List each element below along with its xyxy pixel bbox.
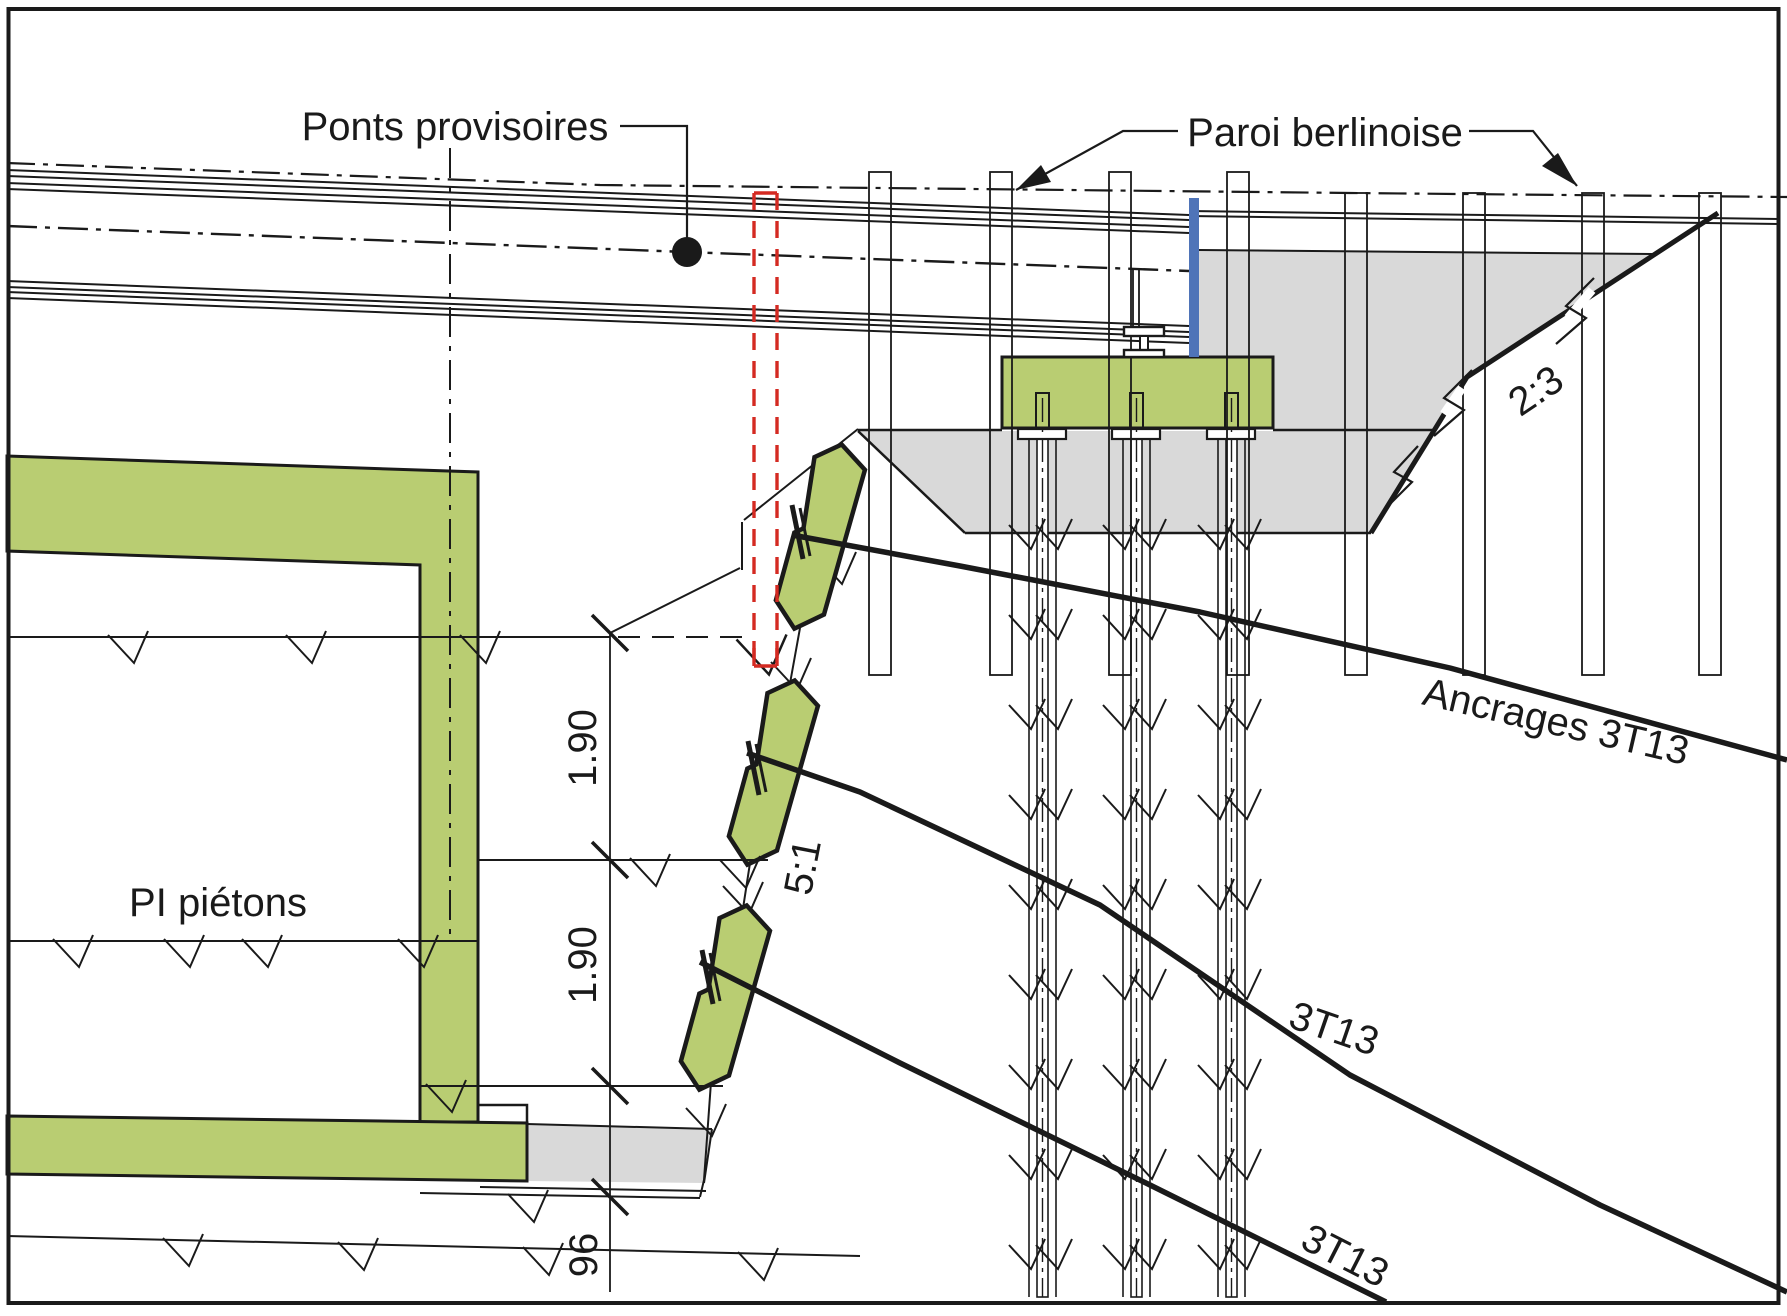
slope-left-label: 5:1	[776, 835, 830, 899]
drawing-frame	[6, 7, 1781, 1305]
soil-fill-behind-wall	[1198, 249, 1656, 430]
paroi-leader-left	[1015, 129, 1178, 191]
anchor-line-middle	[746, 750, 1787, 1295]
soil-strip-at-slab	[526, 1123, 713, 1184]
excavation-levels	[6, 630, 861, 1281]
lagging-panels	[676, 438, 869, 1097]
dimension-chain	[590, 613, 630, 1292]
callout-leaders	[620, 124, 1578, 267]
deck-support-jack	[1122, 268, 1166, 359]
wall-footing-step	[478, 1103, 529, 1123]
dimension-base-label: 96	[562, 1232, 606, 1278]
pedestrian-underpass-label: PI piétons	[129, 881, 307, 925]
lagging-blue-strip	[1189, 198, 1199, 357]
road-on-embankment	[1188, 210, 1780, 225]
ponts-leader-dot	[672, 237, 702, 267]
arrow-left-icon	[1016, 165, 1051, 190]
ground-anchors	[698, 532, 1787, 1305]
anchor-line-bottom	[698, 959, 1388, 1305]
soil-bench-under-pilecap	[857, 428, 1436, 535]
future-pile-marker	[752, 191, 779, 668]
temporary-bridges-label: Ponts provisoires	[301, 105, 609, 149]
anchor-heads	[699, 504, 812, 1005]
underpass-bottom-slab	[5, 1114, 529, 1183]
anchor-line-top	[791, 532, 1787, 763]
arrow-right-icon	[1542, 153, 1577, 186]
dimension-lower-label: 1.90	[561, 926, 605, 1004]
berlin-wall-label: Paroi berlinoise	[1187, 111, 1463, 155]
slab-underside-line	[479, 1186, 707, 1192]
ponts-leader-line	[620, 124, 689, 252]
dimension-upper-label: 1.90	[561, 709, 605, 787]
ground-axis-line	[6, 161, 1787, 199]
slope-2-3-line	[1368, 210, 1720, 535]
